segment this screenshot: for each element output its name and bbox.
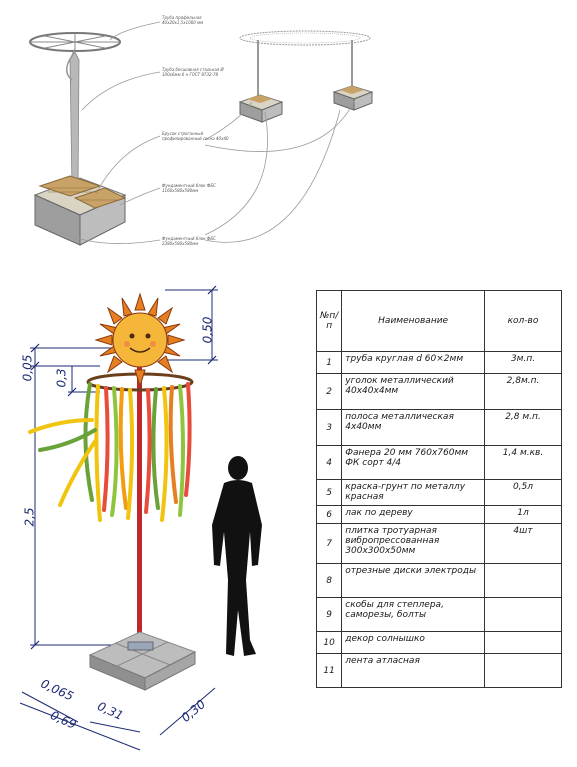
mesh-canopy: [239, 30, 371, 46]
cross-base-left: [33, 175, 127, 246]
table-row: 3 полоса металлическая 4х40мм 2,8 м.п.: [315, 409, 562, 446]
dim-height-005: 0,05: [20, 354, 35, 382]
row-name: краска-грунт по металлу красная: [341, 479, 485, 506]
row-name: лак по дереву: [341, 505, 485, 524]
row-qty: [484, 631, 562, 654]
callout-5: Фундаментный блок ФБС 2380х580х580мм: [162, 236, 216, 246]
specification-table: №п/п Наименование кол-во 1 труба круглая…: [315, 290, 562, 688]
header-num: №п/п: [315, 290, 343, 352]
row-num: 11: [315, 653, 343, 688]
tile-base: [88, 631, 197, 691]
row-qty: 2,8 м.п.: [484, 409, 562, 446]
table-header-row: №п/п Наименование кол-во: [315, 290, 562, 352]
ribbons: [28, 382, 192, 522]
row-qty: 2,8м.п.: [484, 373, 562, 410]
header-qty: кол-во: [484, 290, 562, 352]
row-qty: 1л: [484, 505, 562, 524]
table-row: 1 труба круглая d 60×2мм 3м.п.: [315, 351, 562, 374]
row-qty: [484, 563, 562, 598]
row-name: Фанера 20 мм 760х760мм ФК сорт 4/4: [341, 445, 485, 480]
sun-decor: [94, 292, 186, 388]
top-3d-drawing: [29, 21, 374, 246]
header-name: Наименование: [341, 290, 485, 352]
row-name: уголок металлический 40х40х4мм: [341, 373, 485, 410]
row-num: 2: [315, 373, 343, 410]
table-row: 6 лак по дереву 1л: [315, 505, 562, 524]
row-qty: 3м.п.: [484, 351, 562, 374]
row-name: плитка тротуарная вибропрессованная 300х…: [341, 523, 485, 564]
dim-height-050: 0,50: [200, 316, 215, 344]
table-row: 9 скобы для степлера, саморезы, болты: [315, 597, 562, 632]
dim-height-25: 2,5: [22, 507, 37, 527]
row-name: отрезные диски электроды: [341, 563, 485, 598]
row-num: 3: [315, 409, 343, 446]
row-num: 5: [315, 479, 343, 506]
callout-4: Фундаментный блок ФБС 1160х580х580мм: [162, 183, 216, 193]
row-num: 10: [315, 631, 343, 654]
table-row: 2 уголок металлический 40х40х4мм 2,8м.п.: [315, 373, 562, 410]
row-qty: [484, 653, 562, 688]
table-row: 8 отрезные диски электроды: [315, 563, 562, 598]
table-row: 11 лента атласная: [315, 653, 562, 688]
row-name: полоса металлическая 4х40мм: [341, 409, 485, 446]
cross-base-right-2: [332, 85, 374, 111]
dim-height-03: 0,3: [54, 368, 69, 388]
row-num: 1: [315, 351, 343, 374]
callout-3: Брусок строганный профилированный сосна …: [162, 131, 229, 141]
table-row: 4 Фанера 20 мм 760х760мм ФК сорт 4/4 1,4…: [315, 445, 562, 480]
row-name: декор солнышко: [341, 631, 485, 654]
row-qty: [484, 597, 562, 632]
row-name: труба круглая d 60×2мм: [341, 351, 485, 374]
table-row: 7 плитка тротуарная вибропрессованная 30…: [315, 523, 562, 564]
row-num: 4: [315, 445, 343, 480]
callout-2: Труба бесшовная стальная Ø 100х6мм б н Г…: [162, 67, 224, 77]
row-name: лента атласная: [341, 653, 485, 688]
callout-1: Труба профильная 40х20х1,5х1000 мм: [162, 15, 204, 25]
elevation-drawing: [19, 285, 262, 751]
row-name: скобы для степлера, саморезы, болты: [341, 597, 485, 632]
cross-base-right-1: [238, 94, 284, 123]
row-num: 6: [315, 505, 343, 524]
row-num: 9: [315, 597, 343, 632]
row-num: 7: [315, 523, 343, 564]
red-pole: [137, 340, 142, 645]
table-row: 5 краска-грунт по металлу красная 0,5л: [315, 479, 562, 506]
pole-left: [69, 49, 80, 191]
row-qty: 1,4 м.кв.: [484, 445, 562, 480]
human-silhouette: [212, 456, 262, 656]
table-row: 10 декор солнышко: [315, 631, 562, 654]
row-qty: 0,5л: [484, 479, 562, 506]
row-qty: 4шт: [484, 523, 562, 564]
row-num: 8: [315, 563, 343, 598]
